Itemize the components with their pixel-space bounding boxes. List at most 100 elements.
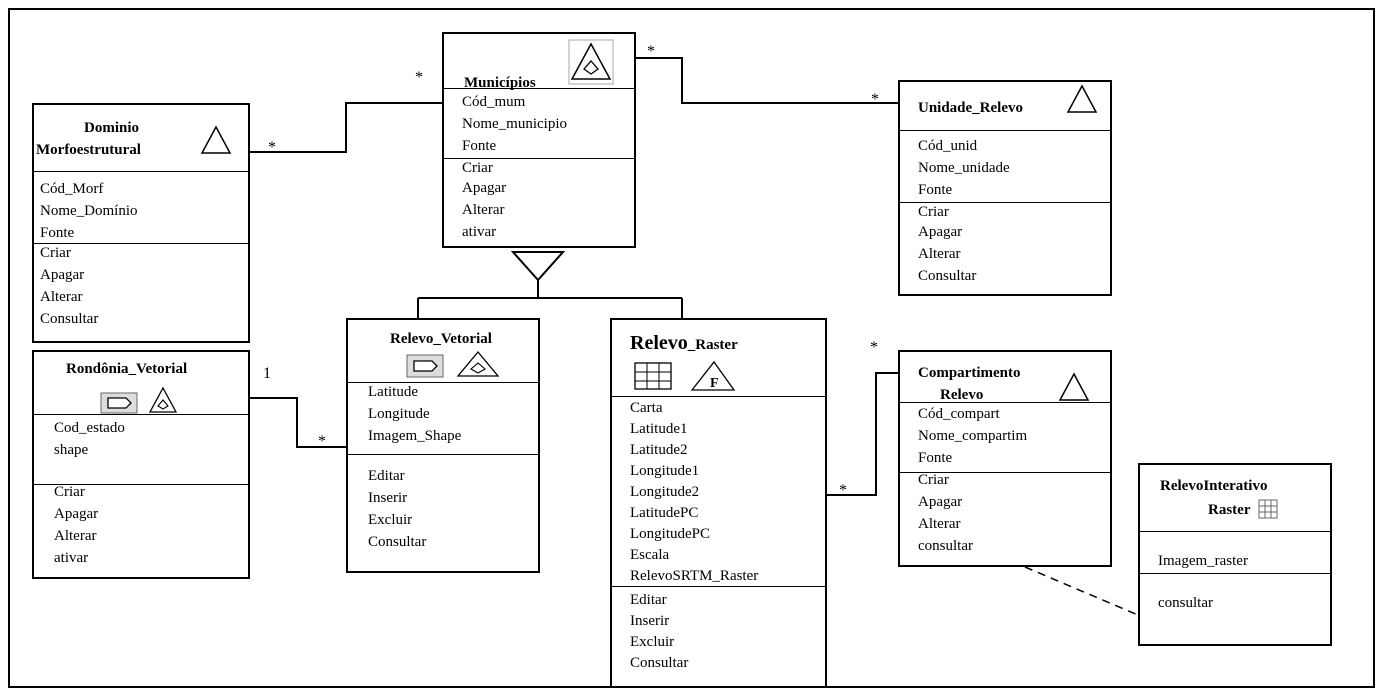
attribute: RelevoSRTM_Raster xyxy=(630,568,759,584)
generalization-marker xyxy=(510,251,566,282)
operation: Editar xyxy=(368,468,405,484)
assoc-municipios-unidade xyxy=(636,57,898,104)
operation: Alterar xyxy=(54,528,97,544)
triangle-icon xyxy=(1058,372,1090,401)
assoc-raster-compartimento xyxy=(827,372,898,496)
line-icon xyxy=(406,354,444,378)
operation: Alterar xyxy=(918,516,961,532)
class-title: Relevo_Raster xyxy=(630,332,738,354)
multiplicity-label: * xyxy=(871,91,879,108)
class-unidade-relevo[interactable]: Unidade_Relevo Cód_unid Nome_unidade Fon… xyxy=(898,80,1112,296)
class-header: Unidade_Relevo xyxy=(900,82,1110,131)
attribute: Carta xyxy=(630,400,663,416)
attribute: Latitude2 xyxy=(630,442,688,458)
attribute: Latitude xyxy=(368,384,418,400)
attribute: LongitudePC xyxy=(630,526,711,542)
operation: Excluir xyxy=(630,634,675,650)
class-header: Compartimento Relevo xyxy=(900,352,1110,403)
class-header: Rondônia_Vetorial xyxy=(34,352,248,415)
attribute: Longitude2 xyxy=(630,484,700,500)
class-municipios[interactable]: Municípios Cód_mum Nome_municipio Fonte … xyxy=(442,32,636,248)
operations-section: consultar xyxy=(1140,573,1330,615)
operation: Apagar xyxy=(462,180,507,196)
attribute: Nome_compartim xyxy=(918,428,1028,444)
field-icon xyxy=(690,360,736,391)
class-compartimento-relevo[interactable]: Compartimento Relevo Cód_compart Nome_co… xyxy=(898,350,1112,567)
operations-section: Editar Inserir Excluir Consultar xyxy=(348,454,538,571)
attributes-section: Latitude Longitude Imagem_Shape xyxy=(348,382,538,455)
attribute: Fonte xyxy=(918,450,953,466)
operation: Excluir xyxy=(368,512,413,528)
attributes-section: Cód_compart Nome_compartim Fonte xyxy=(900,402,1110,473)
attributes-section: Imagem_raster xyxy=(1140,531,1330,574)
attribute: Cod_estado xyxy=(54,420,125,436)
attribute: Nome_unidade xyxy=(918,160,1010,176)
multiplicity-label: * xyxy=(318,433,326,450)
attribute: Latitude1 xyxy=(630,421,688,437)
class-title-main: Relevo xyxy=(630,332,688,354)
attribute: Imagem_Shape xyxy=(368,428,462,444)
class-relevo-vetorial[interactable]: Relevo_Vetorial Latitude Longitude Image… xyxy=(346,318,540,573)
operation: ativar xyxy=(54,550,89,566)
operation: ativar xyxy=(462,224,497,240)
attributes-section: Cód_Morf Nome_Domínio Fonte xyxy=(34,171,248,244)
operation: Consultar xyxy=(630,655,689,671)
attribute: Longitude1 xyxy=(630,463,700,479)
class-header: Relevo_Vetorial xyxy=(348,320,538,383)
operation: Apagar xyxy=(918,224,963,240)
class-header: Relevo_Raster F xyxy=(612,320,825,397)
operation: Alterar xyxy=(462,202,505,218)
class-title: Unidade_Relevo xyxy=(918,100,1023,116)
grid-icon xyxy=(634,362,672,390)
triangle-icon xyxy=(200,125,232,154)
triangle-icon xyxy=(1066,84,1098,113)
attribute: Cód_Morf xyxy=(40,181,104,197)
class-header: Dominio Morfoestrutural xyxy=(34,105,248,172)
attribute: Cód_compart xyxy=(918,406,1000,422)
operation: Inserir xyxy=(368,490,408,506)
assoc-dominio-municipios xyxy=(250,102,442,153)
assoc-rondonia-relevovetorial xyxy=(250,397,346,448)
class-title-suffix: _Raster xyxy=(687,337,738,353)
multiplicity-label: * xyxy=(268,139,276,156)
operation: Apagar xyxy=(54,506,99,522)
line-icon xyxy=(100,392,138,414)
class-title: Raster xyxy=(1208,502,1251,518)
class-title: Morfoestrutural xyxy=(36,142,141,158)
multiplicity-label: * xyxy=(870,339,878,356)
class-rondonia-vetorial[interactable]: Rondônia_Vetorial Cod_estado shape Criar… xyxy=(32,350,250,579)
class-title: Rondônia_Vetorial xyxy=(66,361,188,377)
class-title: RelevoInterativo xyxy=(1160,478,1268,494)
operation: Criar xyxy=(462,160,493,176)
attribute: Fonte xyxy=(40,225,75,241)
operation: consultar xyxy=(1158,595,1213,611)
field-icon-letter: F xyxy=(710,376,719,391)
operations-section: Criar Apagar Alterar Consultar xyxy=(34,243,248,341)
polygon-icon xyxy=(148,386,178,413)
multiplicity-label: 1 xyxy=(263,365,271,382)
grid-icon xyxy=(1258,499,1278,519)
attribute: Cód_unid xyxy=(918,138,978,154)
attributes-section: Carta Latitude1 Latitude2 Longitude1 Lon… xyxy=(612,396,825,587)
attribute: LatitudePC xyxy=(630,505,699,521)
attribute: Cód_mum xyxy=(462,94,526,110)
polygon-icon xyxy=(568,39,614,85)
class-relevo-interativo-raster[interactable]: RelevoInterativo Raster Imagem_raster co… xyxy=(1138,463,1332,646)
class-dominio-morfoestrutural[interactable]: Dominio Morfoestrutural Cód_Morf Nome_Do… xyxy=(32,103,250,343)
operations-section: Criar Apagar Alterar Consultar xyxy=(900,202,1110,296)
class-header: Municípios xyxy=(444,34,634,91)
class-title: Dominio xyxy=(84,120,140,136)
class-title: Relevo_Vetorial xyxy=(390,331,492,347)
operation: Inserir xyxy=(630,613,670,629)
attribute: Imagem_raster xyxy=(1158,553,1248,569)
class-relevo-raster[interactable]: Relevo_Raster F Carta Latitude1 Latitude… xyxy=(610,318,827,688)
multiplicity-label: * xyxy=(839,482,847,499)
attribute: Longitude xyxy=(368,406,430,422)
operation: Criar xyxy=(918,204,949,220)
operations-section: Criar Apagar Alterar ativar xyxy=(34,484,248,577)
operation: Consultar xyxy=(40,311,99,327)
operation: Alterar xyxy=(40,289,83,305)
attributes-section: Cód_mum Nome_municipio Fonte xyxy=(444,88,634,159)
attribute: Fonte xyxy=(918,182,953,198)
